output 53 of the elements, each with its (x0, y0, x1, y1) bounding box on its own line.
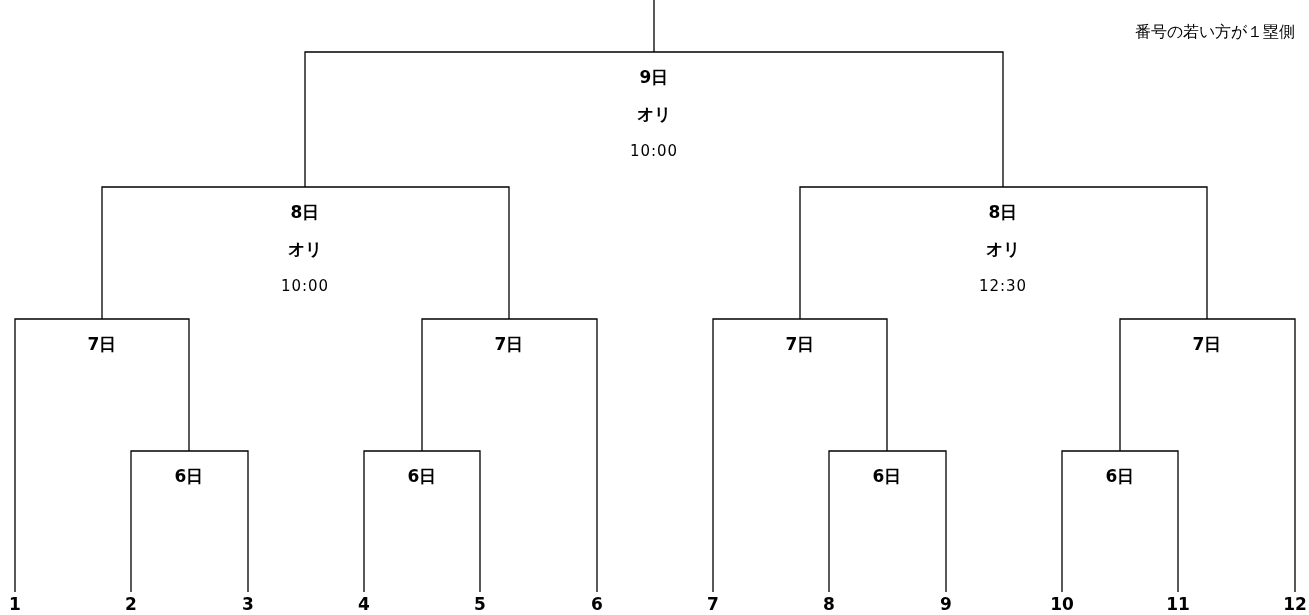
bracket-line (130, 450, 190, 593)
match-date: 7日 (785, 333, 815, 356)
bracket-line (1119, 450, 1179, 593)
team-number: 4 (358, 594, 370, 615)
bracket-line (1206, 318, 1296, 593)
bracket-line (653, 51, 1004, 188)
match-date: 6日 (1105, 465, 1135, 488)
start-time: 10:00 (280, 276, 330, 297)
start-time: 12:30 (978, 276, 1028, 297)
match-date: 6日 (407, 465, 437, 488)
bracket-line (101, 318, 190, 452)
match-date: 8日 (290, 201, 320, 224)
team-number: 2 (125, 594, 137, 615)
match-date: 7日 (494, 333, 524, 356)
match-date: 9日 (639, 66, 669, 89)
start-time: 10:00 (629, 141, 679, 162)
bracket-line (304, 51, 655, 188)
team-number: 10 (1050, 594, 1074, 615)
bracket-line (304, 186, 510, 320)
match-date: 6日 (872, 465, 902, 488)
team-number: 1 (9, 594, 21, 615)
bracket-line (828, 450, 888, 593)
team-number: 8 (823, 594, 835, 615)
team-number: 3 (242, 594, 254, 615)
venue-label: オリ (637, 103, 671, 126)
team-number: 12 (1283, 594, 1307, 615)
bracket-line (421, 318, 510, 452)
bracket-line (101, 186, 306, 320)
bracket-line (712, 318, 801, 593)
bracket-line (188, 450, 249, 593)
bracket-line (799, 186, 1004, 320)
bracket-line (1119, 318, 1208, 452)
bracket-line (799, 318, 888, 452)
bracket-line (14, 318, 103, 593)
bracket-line (508, 318, 598, 593)
team-number: 11 (1166, 594, 1190, 615)
bracket-line (1061, 450, 1121, 593)
team-number: 5 (474, 594, 486, 615)
note-text: 番号の若い方が１塁側 (1135, 22, 1295, 43)
venue-label: オリ (288, 238, 322, 261)
match-date: 7日 (1192, 333, 1222, 356)
match-date: 7日 (87, 333, 117, 356)
team-number: 6 (591, 594, 603, 615)
bracket-line (363, 450, 423, 593)
team-number: 7 (707, 594, 719, 615)
bracket-line (653, 0, 655, 53)
match-date: 6日 (174, 465, 204, 488)
team-number: 9 (940, 594, 952, 615)
match-date: 8日 (988, 201, 1018, 224)
bracket-line (421, 450, 481, 593)
bracket-line (886, 450, 947, 593)
venue-label: オリ (986, 238, 1020, 261)
bracket-line (1002, 186, 1208, 320)
